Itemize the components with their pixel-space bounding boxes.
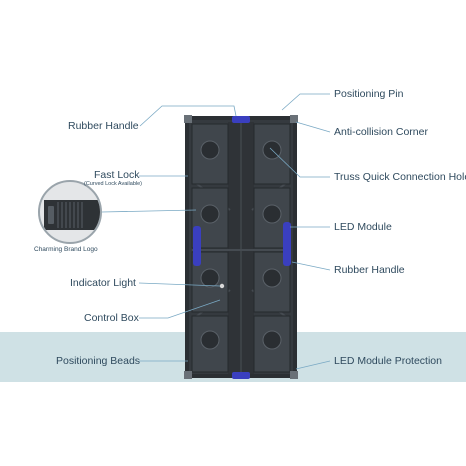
led-module-grid [191,123,291,373]
label-control-box: Control Box [84,312,139,324]
led-cabinet [184,115,298,379]
label-indicator-light: Indicator Light [70,277,136,289]
label-led-module: LED Module [334,221,392,233]
rubber-handle-left [193,226,201,266]
label-positioning-pin: Positioning Pin [334,88,404,100]
label-rubber-handle-right: Rubber Handle [334,264,405,276]
brand-logo-icon [44,200,100,230]
rubber-handle-right [283,222,291,266]
label-fast-lock-sub: (Curved Lock Available) [84,181,142,187]
brand-logo-magnifier [38,180,102,244]
label-anti-collision-corner: Anti-collision Corner [334,126,428,138]
rubber-handle-top [232,116,250,123]
label-fast-lock: Fast Lock [94,169,140,181]
label-positioning-beads: Positioning Beads [56,355,141,367]
leader-lines [101,93,331,370]
indicator-light [219,283,225,289]
label-truss-quick-connection-hole: Truss Quick Connection Hole [334,171,466,183]
label-led-module-protection: LED Module Protection [334,355,442,367]
rubber-handle-bottom [232,372,250,379]
label-rubber-handle-left: Rubber Handle [68,120,139,132]
label-brand-logo: Charming Brand Logo [34,246,98,253]
